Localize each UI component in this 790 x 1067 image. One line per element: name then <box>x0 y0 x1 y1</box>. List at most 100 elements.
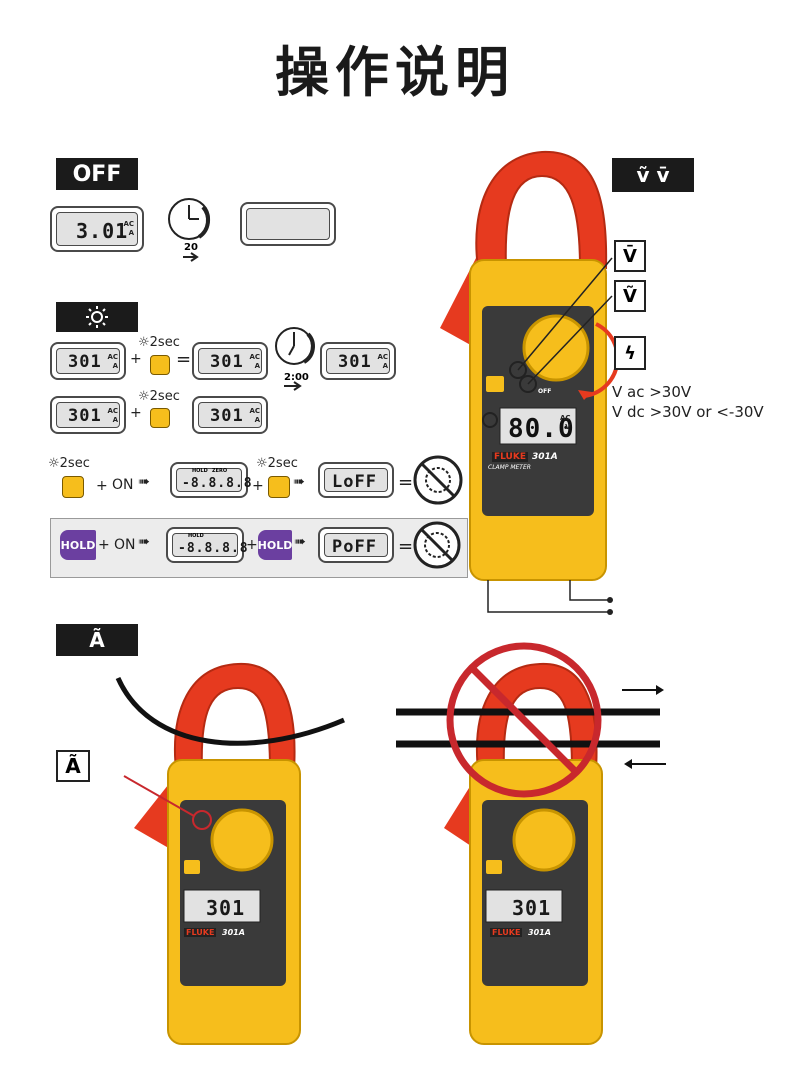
lcd-value: PoFF <box>332 537 377 557</box>
sec2-label: ☼2sec <box>138 335 180 350</box>
lcd-value: 301 <box>210 352 244 372</box>
meter-unit-v: V <box>565 423 571 431</box>
sun-icon <box>86 306 108 328</box>
lcd-value: 301 <box>68 406 102 426</box>
on-label: ON <box>112 477 134 493</box>
section-tag-off: OFF <box>56 158 138 190</box>
sec2-label: ☼2sec <box>138 389 180 404</box>
dc-voltage-symbol-icon: V̄ <box>614 240 646 272</box>
plus-sign: + <box>98 537 110 553</box>
lcd-display-blank <box>240 202 336 246</box>
ac-voltage-symbol-icon: Ṽ <box>614 280 646 312</box>
dial-off-label: OFF <box>538 388 552 395</box>
equals-sign: = <box>176 349 192 370</box>
ac-current-symbol-icon: Ã <box>56 750 90 782</box>
sec2-text: 2sec <box>149 335 180 350</box>
arrow-icon: ➠ <box>294 534 306 550</box>
lcd-unit-ac: AC <box>123 220 134 228</box>
timer-20-label: 20 <box>184 242 198 253</box>
arrow-icon: ➠ <box>138 474 150 490</box>
timer-disabled-icon <box>413 455 463 505</box>
timer-20-icon <box>168 198 211 262</box>
lcd-zero-indicator: ZERO <box>212 468 228 474</box>
lcd-display-full-segments: -8.8.8.8 HOLD ZERO <box>170 462 252 498</box>
timer-200-label: 2:00 <box>284 372 309 383</box>
clamp-meter-voltage-illustration <box>440 150 620 615</box>
hold-button[interactable]: HOLD <box>60 530 96 560</box>
on-label: ON <box>114 537 136 553</box>
lcd-value: -8.8.8.8 <box>182 476 253 491</box>
section-tag-current: Ã <box>56 624 138 656</box>
vac-threshold: V ac >30V <box>612 383 692 401</box>
clamp-meter-correct-illustration <box>115 662 345 1045</box>
timer-200-icon <box>275 327 315 391</box>
lcd-unit-a: A <box>254 362 260 370</box>
lcd-hold-indicator: HOLD <box>192 468 208 474</box>
plus-sign: + <box>130 351 142 367</box>
lcd-unit-ac: AC <box>249 353 260 361</box>
sec2-label: ☼2sec <box>48 456 90 471</box>
model-label: 301A <box>528 928 551 937</box>
section-tag-backlight <box>56 302 138 332</box>
arrow-icon: ➠ <box>138 534 150 550</box>
lcd-value: -8.8.8.8 <box>178 541 249 556</box>
lcd-unit-a: A <box>112 416 118 424</box>
equals-sign: = <box>398 536 414 557</box>
lcd-display-loff: LoFF <box>318 462 394 498</box>
lcd-value: 301 <box>210 406 244 426</box>
vdc-threshold: V dc >30V or <-30V <box>612 403 764 421</box>
backlight-button[interactable] <box>150 355 170 375</box>
backlight-button[interactable] <box>150 408 170 428</box>
hold-button[interactable]: HOLD <box>258 530 292 560</box>
lcd-value: 301 <box>338 352 372 372</box>
plus-sign: + <box>130 405 142 421</box>
lcd-value: 301 <box>68 352 102 372</box>
lcd-hold-indicator: HOLD <box>188 533 204 539</box>
backlight-button[interactable] <box>62 476 84 498</box>
lcd-unit-ac: AC <box>107 353 118 361</box>
plus-sign: + <box>246 537 258 553</box>
meter-reading: 80.0 <box>508 414 575 444</box>
model-label: 301A <box>222 928 245 937</box>
clamp-meter-label: CLAMP METER <box>488 464 531 471</box>
clamp-meter-incorrect-illustration <box>396 642 666 1045</box>
sec2-text: 2sec <box>149 389 180 404</box>
brand-logo: FLUKE <box>184 928 217 937</box>
lcd-unit-a: A <box>254 416 260 424</box>
sec2-text: 2sec <box>59 456 90 471</box>
timer-disabled-icon <box>413 521 461 569</box>
lcd-display-poff: PoFF <box>318 527 394 563</box>
meter-reading: 301 <box>512 896 552 920</box>
brand-logo: FLUKE <box>490 928 523 937</box>
backlight-button[interactable] <box>268 476 290 498</box>
section-tag-voltage: ṽ v̄ <box>612 158 694 192</box>
lcd-display-full-segments: -8.8.8.8 HOLD <box>166 527 248 563</box>
lcd-value: 3.01 <box>76 219 129 243</box>
meter-reading: 301 <box>206 896 246 920</box>
sec2-label: ☼2sec <box>256 456 298 471</box>
lcd-unit-ac: AC <box>107 407 118 415</box>
plus-sign: + <box>96 478 108 494</box>
meter-unit-ac: AC <box>560 414 571 422</box>
lcd-unit-ac: AC <box>249 407 260 415</box>
lcd-unit-a: A <box>382 362 388 370</box>
plus-sign: + <box>252 478 264 494</box>
lcd-value: LoFF <box>332 472 377 492</box>
lcd-unit-a: A <box>128 229 134 237</box>
lcd-unit-a: A <box>112 362 118 370</box>
high-voltage-warning-icon: ϟ <box>614 336 646 370</box>
brand-logo: FLUKE <box>492 452 528 462</box>
arrow-icon: ➠ <box>293 474 305 490</box>
lcd-unit-ac: AC <box>377 353 388 361</box>
sec2-text: 2sec <box>267 456 298 471</box>
page-title: 操作说明 <box>275 41 515 104</box>
equals-sign: = <box>398 472 414 493</box>
model-label: 301A <box>532 452 558 462</box>
